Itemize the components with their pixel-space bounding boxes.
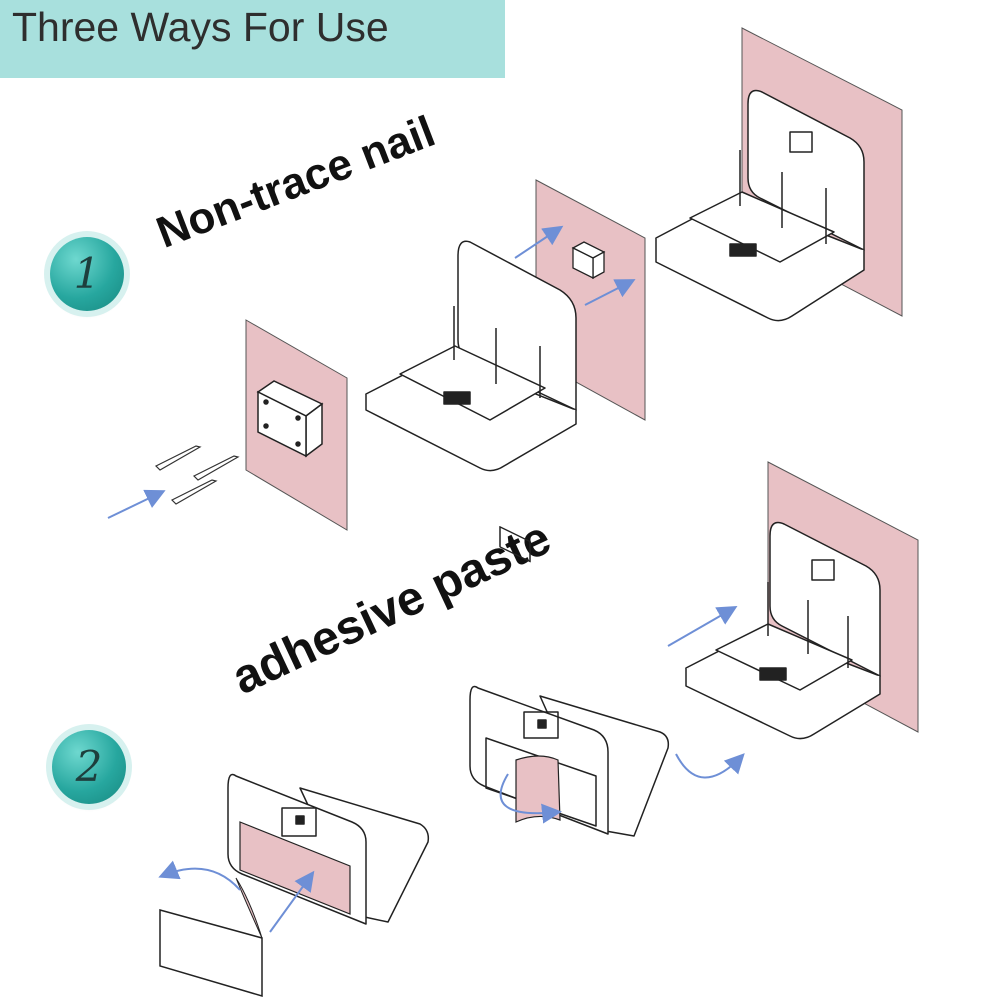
arrow-nail-1 xyxy=(108,492,162,518)
arrow-peel-1 xyxy=(162,869,240,890)
arrow-step2-rotate xyxy=(676,754,742,778)
adhesive-sticker xyxy=(160,878,262,996)
arrow-step2-mount xyxy=(668,608,734,646)
changing-station-1 xyxy=(366,241,576,561)
folded-station-1 xyxy=(470,687,668,837)
nails xyxy=(156,446,238,504)
